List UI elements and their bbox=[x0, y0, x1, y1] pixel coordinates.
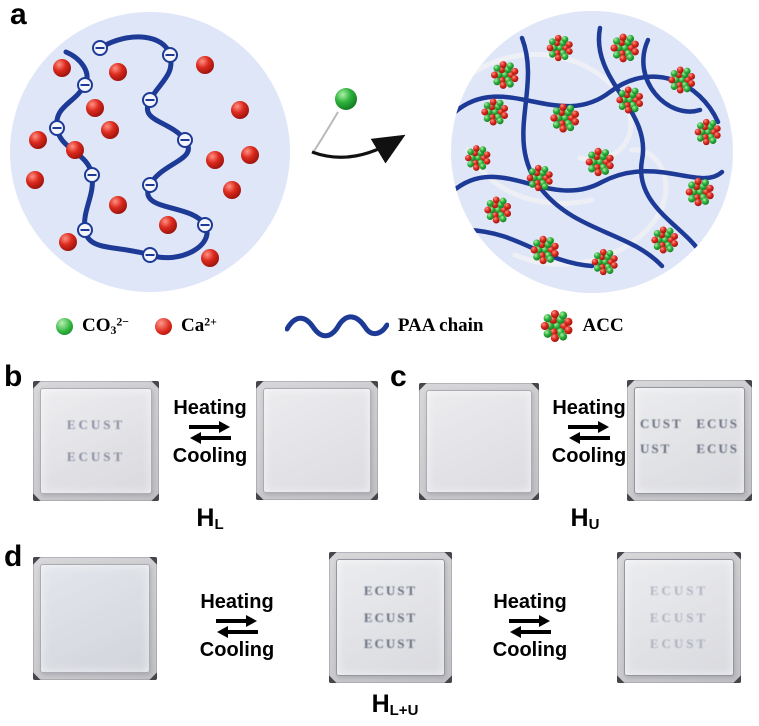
stamp-text: ECUST bbox=[66, 417, 126, 433]
cooling-label: Cooling bbox=[551, 445, 627, 467]
calcium-ions bbox=[26, 56, 259, 267]
legend-item-paa: PAA chain bbox=[284, 313, 484, 339]
cooling-label: Cooling bbox=[492, 639, 568, 661]
clamp-mark bbox=[442, 673, 452, 683]
panel-c-photo-before bbox=[419, 383, 539, 500]
carbonate-icon bbox=[56, 317, 73, 335]
heating-label: Heating bbox=[200, 591, 274, 613]
stamp-text: ECUST bbox=[363, 609, 418, 625]
heating-label: Heating bbox=[173, 397, 247, 419]
panel-b-caption: HL bbox=[196, 504, 224, 533]
panel-b-transition: Heating Cooling bbox=[158, 396, 262, 469]
calcium-label: Ca2+ bbox=[180, 315, 217, 336]
hydrogel-slab bbox=[40, 564, 150, 673]
equilibrium-arrows-icon bbox=[188, 421, 232, 444]
legend: CO32− Ca2+ PAA chain ACC bbox=[0, 306, 759, 346]
panel-d-photo-right: ECUST ECUST ECUST bbox=[617, 552, 741, 683]
paa-chain-icon bbox=[284, 314, 389, 339]
stamp-text: ECUST bbox=[649, 635, 709, 651]
panel-c-transition: Heating Cooling bbox=[539, 396, 639, 469]
acc-icon bbox=[540, 309, 572, 343]
hydrogel-slab bbox=[426, 390, 532, 493]
stamp-text: ECUST bbox=[649, 583, 709, 599]
panel-b-photo-after bbox=[256, 381, 378, 500]
drop-trace bbox=[313, 111, 339, 152]
panel-d-photo-left bbox=[33, 557, 157, 680]
equilibrium-arrows-icon bbox=[508, 615, 552, 638]
clamp-mark bbox=[368, 490, 378, 500]
carbonate-label: CO32− bbox=[82, 314, 129, 337]
panel-d-caption: HL+U bbox=[371, 690, 419, 719]
legend-item-acc: ACC bbox=[540, 309, 624, 343]
equilibrium-arrows-icon bbox=[567, 421, 611, 444]
legend-item-calcium: Ca2+ bbox=[154, 315, 217, 337]
acc-label: ACC bbox=[582, 315, 624, 336]
heating-label: Heating bbox=[493, 591, 567, 613]
clamp-mark bbox=[529, 490, 539, 500]
paa-chains-right bbox=[451, 25, 725, 269]
stamp-text: ECUST bbox=[66, 448, 126, 464]
panel-b-label: b bbox=[4, 360, 23, 393]
hydrogel-slab bbox=[263, 388, 371, 493]
clamp-mark bbox=[149, 491, 159, 501]
stamp-text: ECUST bbox=[363, 583, 418, 599]
carbonate-ion-added bbox=[335, 88, 357, 110]
panel-d-transition-right: Heating Cooling bbox=[478, 590, 582, 663]
panel-c-caption: HU bbox=[570, 504, 600, 533]
stamp-text: ECUST bbox=[363, 635, 418, 651]
legend-item-carbonate: CO32− bbox=[56, 315, 129, 338]
equilibrium-arrows-icon bbox=[215, 615, 259, 638]
cooling-label: Cooling bbox=[199, 639, 275, 661]
panel-c-label: c bbox=[390, 360, 407, 393]
calcium-icon bbox=[154, 317, 172, 335]
stamp-text: ECUST bbox=[649, 609, 709, 625]
schematic-diagram bbox=[10, 11, 733, 293]
clamp-mark bbox=[731, 673, 741, 683]
hydrogel-slab: ECUST ECUST bbox=[40, 388, 152, 494]
reaction-arrow bbox=[311, 134, 406, 164]
panel-a-label: a bbox=[10, 0, 27, 31]
hydrogel-slab: ECUST ECUST ECUST bbox=[336, 559, 445, 676]
paa-label: PAA chain bbox=[397, 315, 484, 336]
paa-chain-left bbox=[49, 34, 213, 263]
cooling-label: Cooling bbox=[172, 445, 248, 467]
panel-b-photo-before: ECUST ECUST bbox=[33, 381, 159, 501]
heating-label: Heating bbox=[552, 397, 626, 419]
panel-d-label: d bbox=[4, 540, 23, 573]
hydrogel-slab: ECUST ECUST ECUST bbox=[624, 559, 734, 676]
panel-d-transition-left: Heating Cooling bbox=[185, 590, 289, 663]
panel-d-photo-middle: ECUST ECUST ECUST bbox=[329, 552, 452, 683]
clamp-mark bbox=[742, 491, 752, 501]
clamp-mark bbox=[147, 670, 157, 680]
